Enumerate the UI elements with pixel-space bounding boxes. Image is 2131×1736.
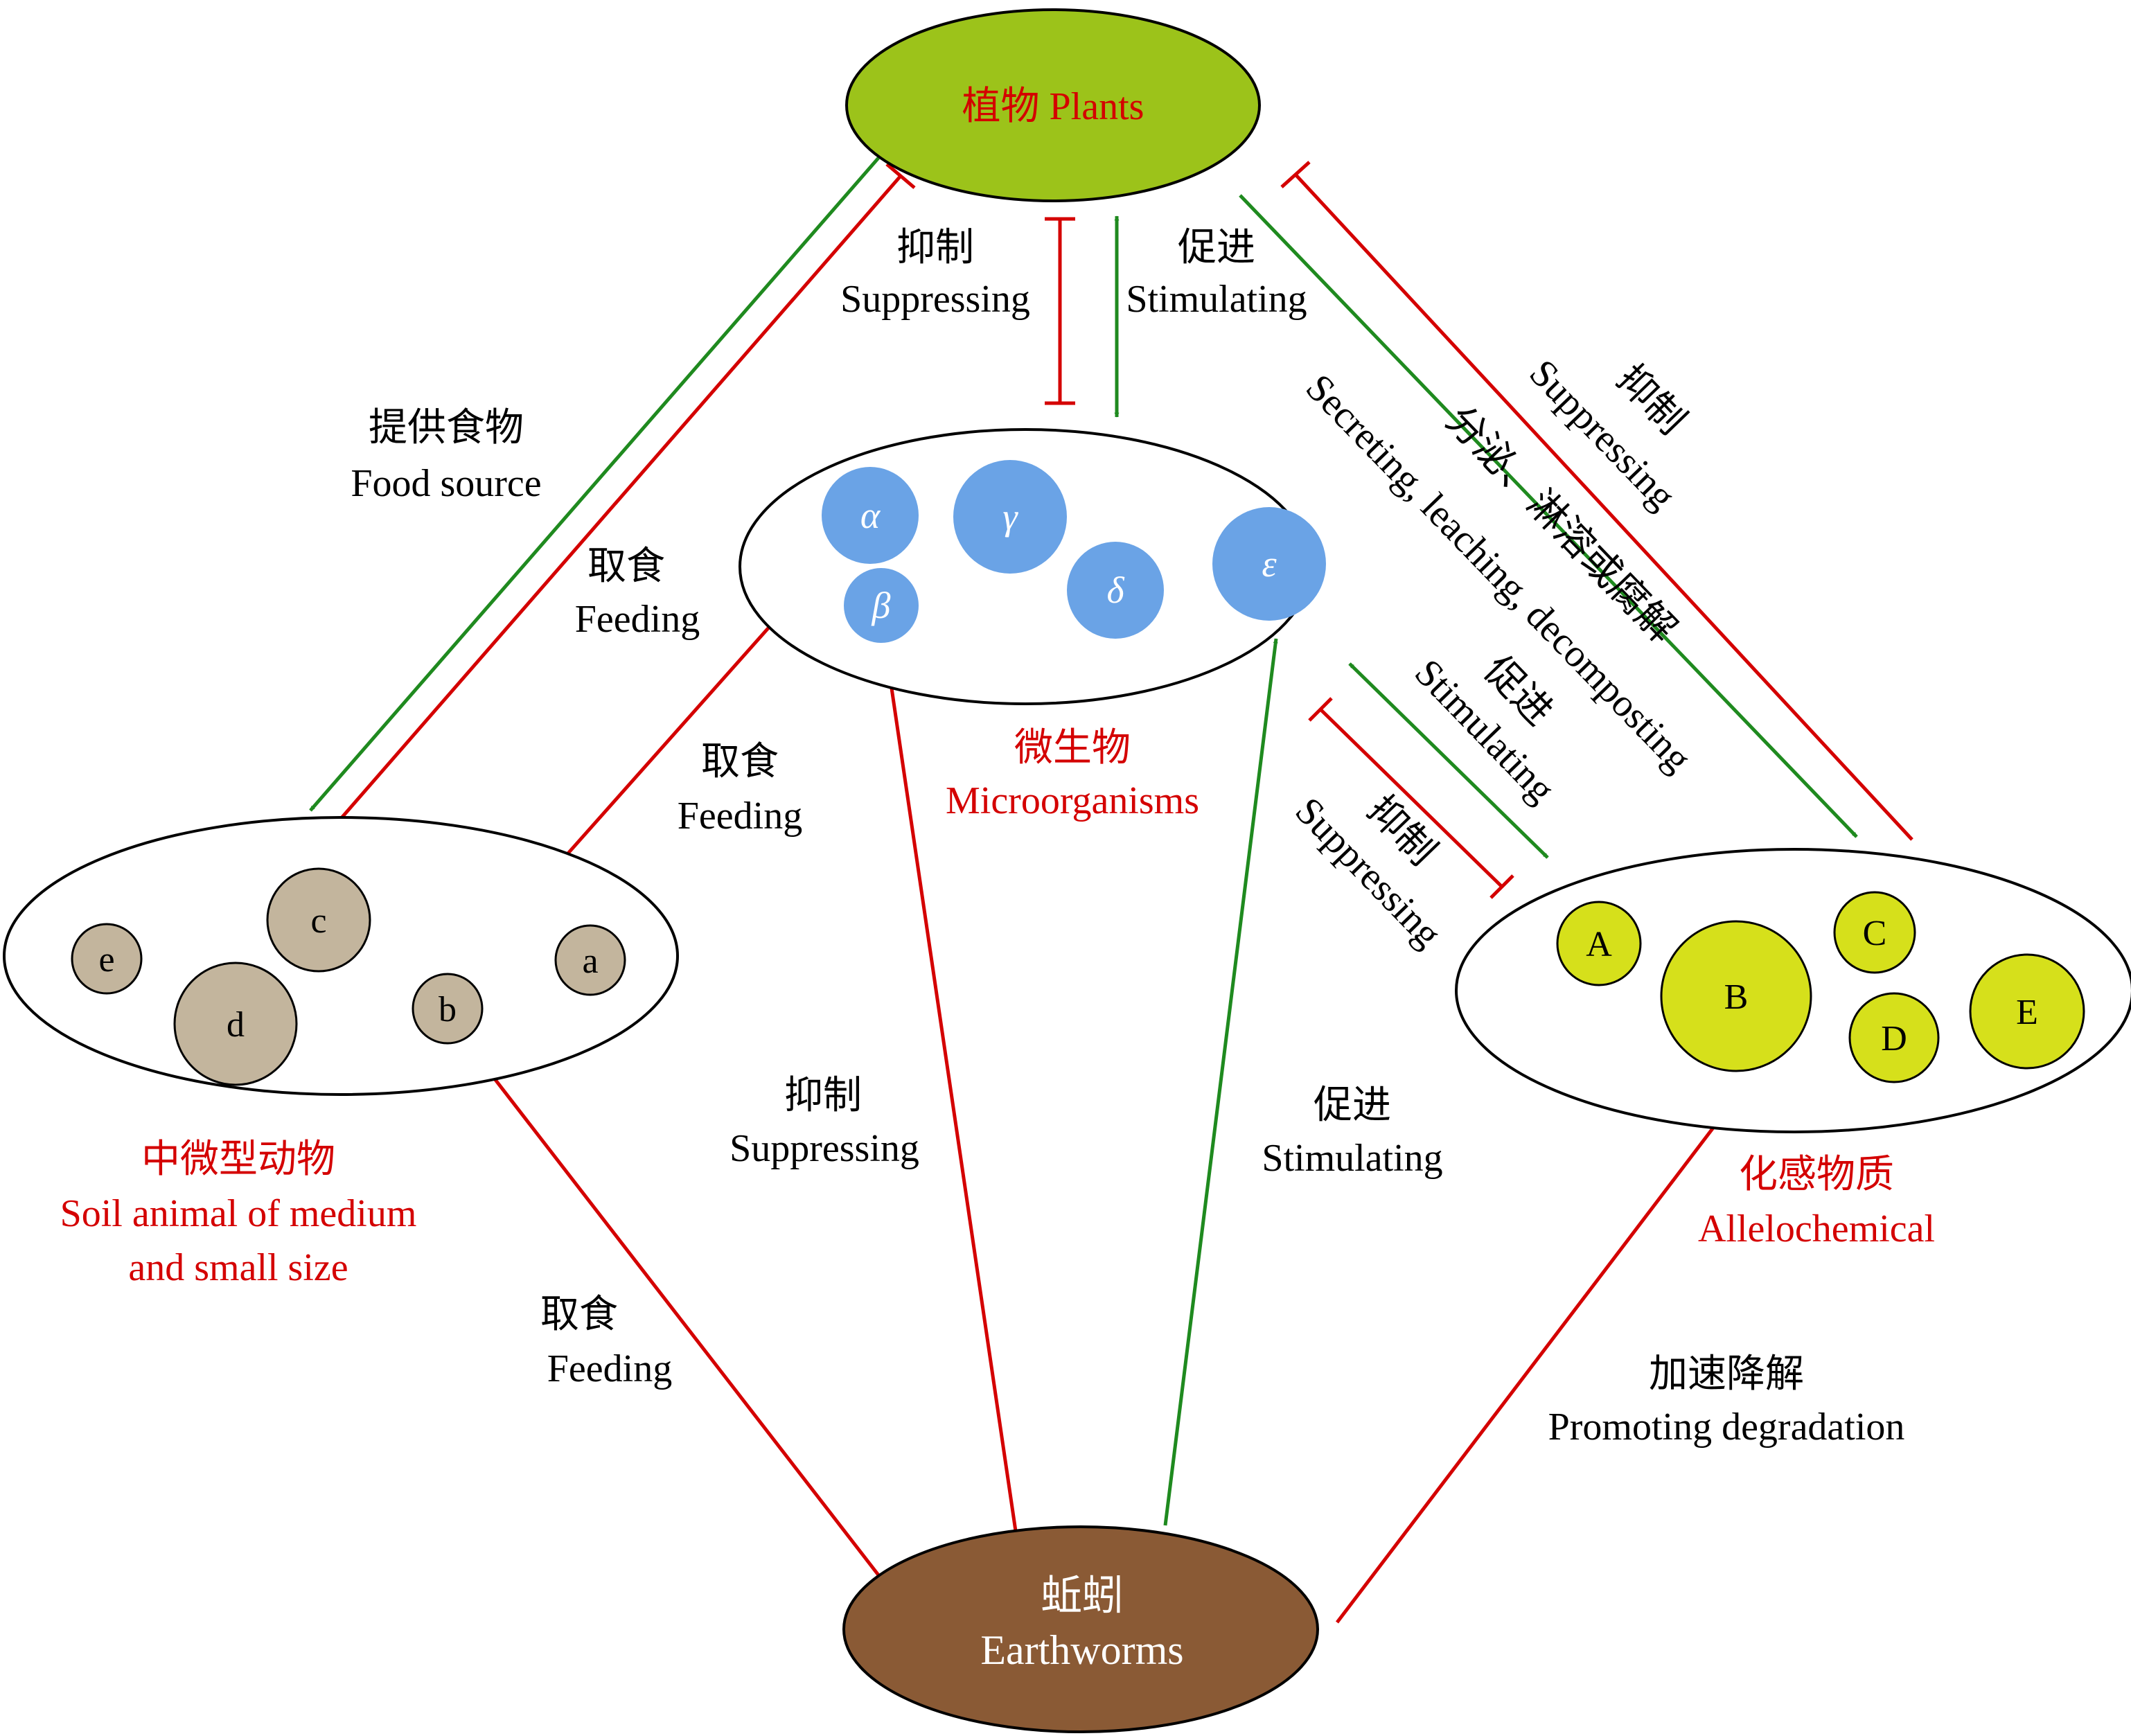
microorganisms-node: α β γ δ ε (739, 428, 1326, 705)
microorganisms-cn-label: 微生物 (1014, 727, 1131, 770)
suppress-bottom-en: Suppressing (730, 1127, 919, 1170)
allelo-E-label: E (2016, 993, 2038, 1032)
plants-node: 植物 Plants (845, 8, 1261, 202)
degrade-cn: 加速降解 (1649, 1353, 1804, 1396)
microbe-gamma-circle (953, 460, 1067, 574)
soil-animal-node: e c d b a (3, 816, 679, 1096)
allelo-D-label: D (1881, 1019, 1907, 1059)
allelo-E-circle (1969, 953, 2085, 1070)
suppress-top-en: Suppressing (840, 278, 1030, 321)
plants-label: 植物 Plants (962, 85, 1144, 128)
microorganisms-en-label: Microorganisms (946, 779, 1199, 822)
earthworms-node: 蚯蚓 Earthworms (842, 1525, 1319, 1733)
allelo-C-label: C (1863, 914, 1887, 953)
feeding-left-cn: 取食 (587, 545, 665, 588)
animal-a-circle (554, 924, 626, 996)
food-source-cn: 提供食物 (369, 407, 524, 450)
feeding-bottom-en: Feeding (547, 1347, 672, 1390)
stimulate-top-en: Stimulating (1126, 278, 1307, 321)
soil-animal-cn-label: 中微型动物 (141, 1138, 335, 1181)
animal-b-label: b (439, 990, 457, 1029)
allelo-B-label: B (1724, 977, 1749, 1017)
earthworms-cn-label: 蚯蚓 (1041, 1573, 1124, 1619)
allelo-C-circle (1833, 891, 1916, 974)
microbes-stimulate-allelo-arrow (1348, 662, 1549, 859)
feeding-bottom-cn: 取食 (540, 1293, 618, 1336)
allelo-A-circle (1556, 901, 1642, 986)
earthworm-feeding-inhibitor (459, 1039, 885, 1584)
feeding-left-en: Feeding (575, 598, 700, 641)
earthworm-stimulate-microbes-arrow (1163, 638, 1278, 1526)
soil-animal-en-label-1: Soil animal of medium (60, 1192, 417, 1235)
microbe-gamma-label: γ (1002, 496, 1018, 538)
soil-animal-en-label-2: and small size (128, 1246, 348, 1289)
feeding-plants-inhibitor (338, 163, 916, 822)
animal-a-label: a (582, 941, 598, 981)
microbe-beta-label: β (872, 585, 891, 626)
microbe-delta-circle (1067, 542, 1164, 639)
stimulate-top-cn: 促进 (1178, 227, 1255, 269)
plants-suppress-microbes-inhibitor (1045, 217, 1075, 405)
suppress-top-cn: 抑制 (896, 227, 974, 269)
microbe-epsilon-label: ε (1262, 543, 1277, 585)
suppress-bottom-cn: 抑制 (784, 1074, 862, 1117)
allelo-D-circle (1848, 992, 1940, 1083)
degrade-en: Promoting degradation (1548, 1406, 1905, 1449)
feeding-mid-cn: 取食 (701, 741, 779, 783)
microbe-alpha-circle (822, 467, 919, 564)
allelochemical-suppress-plants-inhibitor (1280, 161, 1913, 841)
allelochemical-node: A B C D E (1455, 848, 2131, 1133)
microbe-beta-circle (844, 568, 919, 643)
secreting-arrow (1239, 194, 1858, 838)
allelochemical-cn-label: 化感物质 (1739, 1153, 1894, 1196)
animal-d-label: d (227, 1005, 245, 1045)
animal-c-circle (266, 867, 371, 973)
allelo-B-circle (1660, 920, 1812, 1072)
allelo-A-label: A (1586, 925, 1612, 964)
animal-b-circle (412, 973, 484, 1045)
stimulate-bottom-en: Stimulating (1262, 1137, 1442, 1180)
earthworms-en-label: Earthworms (980, 1627, 1183, 1673)
animal-d-circle (173, 962, 298, 1086)
food-source-en: Food source (351, 462, 541, 505)
microbe-delta-label: δ (1106, 569, 1124, 611)
feeding-mid-en: Feeding (678, 795, 802, 838)
microbe-alpha-label: α (860, 495, 881, 536)
allelochemical-en-label: Allelochemical (1698, 1207, 1935, 1250)
animal-e-circle (71, 923, 143, 995)
animal-e-label: e (98, 940, 114, 980)
microbe-epsilon-circle (1212, 507, 1326, 621)
stimulate-bottom-cn: 促进 (1314, 1084, 1391, 1127)
microbes-suppress-allelo-inhibitor (1308, 697, 1514, 899)
animal-c-label: c (310, 901, 326, 941)
food-source-arrow (309, 157, 880, 812)
